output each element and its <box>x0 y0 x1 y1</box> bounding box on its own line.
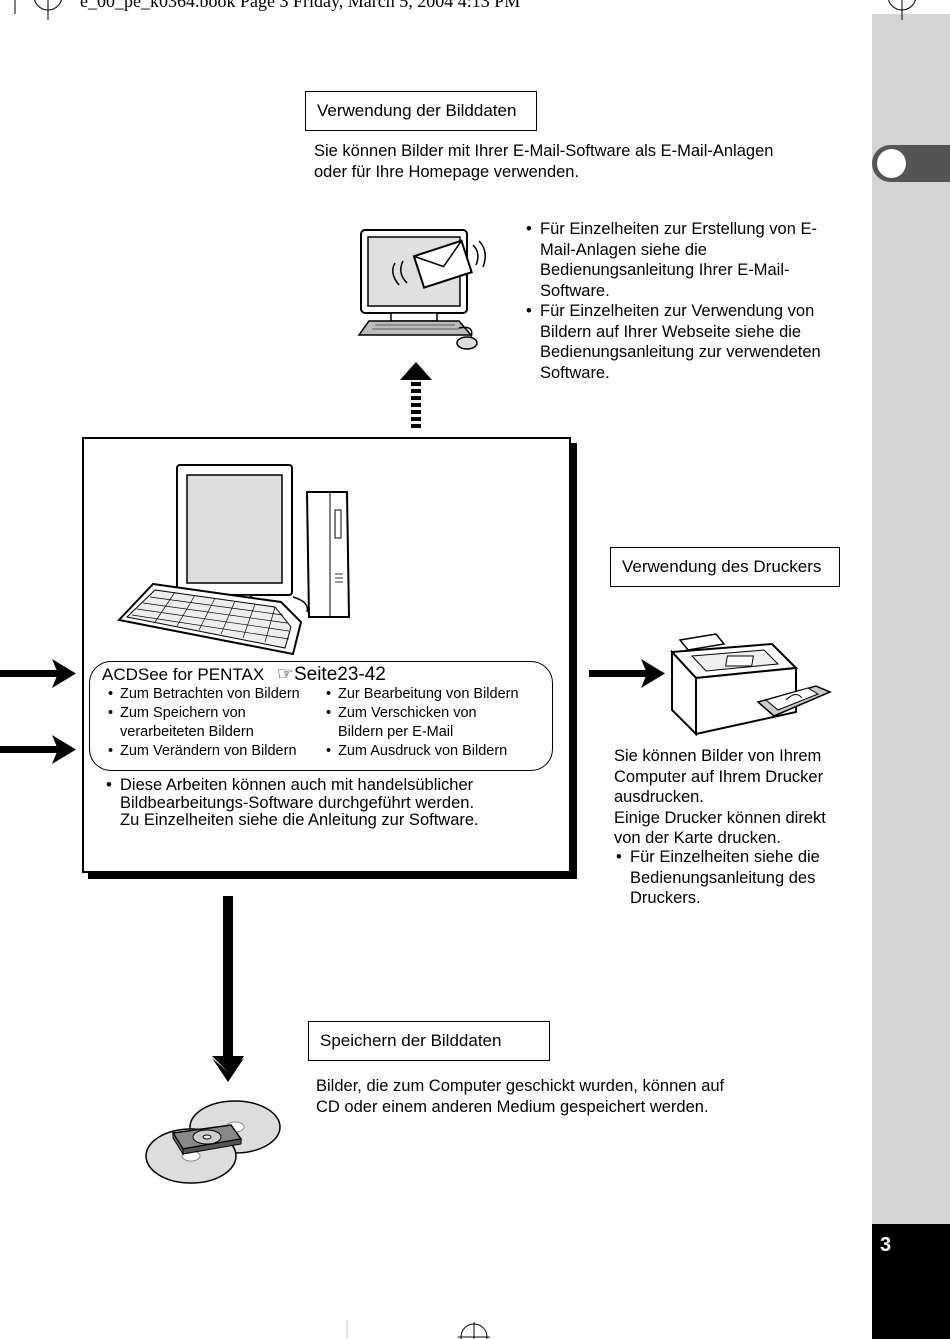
acdsee-list-left: Zum Betrachten von Bildern Zum Speichern… <box>106 685 321 761</box>
bullet-line: Bedienungsanleitung des <box>630 868 816 887</box>
acdsee-item-line: verarbeiteten Bildern <box>120 724 254 740</box>
acdsee-item-line: Zur Bearbeitung von Bildern <box>338 686 519 702</box>
email-intro-line: oder für Ihre Homepage verwenden. <box>314 162 580 181</box>
email-intro: Sie können Bilder mit Ihrer E-Mail-Softw… <box>314 141 854 182</box>
acdsee-item: Zur Bearbeitung von Bildern <box>324 685 549 704</box>
page-reference: ☞Seite23-42 <box>276 664 386 685</box>
email-intro-line: Sie können Bilder mit Ihrer E-Mail-Softw… <box>314 142 774 160</box>
email-section-title-text: Verwendung der Bilddaten <box>317 101 517 120</box>
email-bullet-item: Für Einzelheiten zur Verwendung von Bild… <box>524 301 854 383</box>
printer-text-line: von der Karte drucken. <box>614 829 781 847</box>
email-monitor-illustration <box>357 229 486 350</box>
bullet-line: Software. <box>540 363 610 382</box>
sidebar-crop-marks <box>886 0 918 1339</box>
note-line: Bildbearbeitungs-Software durchgeführt w… <box>120 793 475 812</box>
software-note: Diese Arbeiten können auch mit handelsüb… <box>104 776 554 830</box>
software-note-item: Diese Arbeiten können auch mit handelsüb… <box>104 776 554 830</box>
chapter-tab-circle <box>877 149 906 178</box>
printer-text-line: Computer auf Ihrem Drucker <box>614 767 824 786</box>
acdsee-title-text: ACDSee for PENTAX <box>102 665 265 684</box>
storage-text-line: Bilder, die zum Computer geschickt wurde… <box>316 1077 725 1095</box>
acdsee-list-right: Zur Bearbeitung von Bildern Zum Verschic… <box>324 685 549 761</box>
bullet-line: Bedienungsanleitung zur verwendeten <box>540 343 821 361</box>
dotted-up-arrow <box>400 362 432 428</box>
sidebar <box>872 14 950 1339</box>
note-line: Diese Arbeiten können auch mit handelsüb… <box>120 776 474 794</box>
page-number: 3 <box>880 1234 892 1256</box>
storage-section-title-text: Speichern der Bilddaten <box>320 1031 502 1050</box>
bullet-line: Bildern auf Ihrer Webseite siehe die <box>540 322 802 341</box>
print-header: e_00_pe_k0364.book Page 3 Friday, March … <box>80 0 521 11</box>
bullet-line: Für Einzelheiten zur Erstellung von E- <box>540 220 817 238</box>
printer-section-title: Verwendung des Druckers <box>610 547 840 587</box>
acdsee-box <box>89 661 553 771</box>
printer-text-line: ausdrucken. <box>614 788 704 806</box>
page-number-tab <box>872 1224 950 1339</box>
printer-bullet-item: Für Einzelheiten siehe die Bedienungsanl… <box>614 847 854 909</box>
email-section-title: Verwendung der Bilddaten <box>305 91 537 131</box>
incoming-arrow-bottom <box>0 735 76 764</box>
printer-text-line: Sie können Bilder von Ihrem <box>614 747 822 765</box>
printer-bullets: Für Einzelheiten siehe die Bedienungsanl… <box>614 847 854 909</box>
acdsee-item: Zum Speichern von verarbeiteten Bildern <box>106 704 321 742</box>
acdsee-item: Zum Betrachten von Bildern <box>106 685 321 704</box>
printer-text-line: Einige Drucker können direkt <box>614 808 826 827</box>
bullet-line: Software. <box>540 281 610 300</box>
acdsee-item-line: Zum Betrachten von Bildern <box>120 686 300 702</box>
cd-illustration <box>145 1100 281 1184</box>
storage-section-title: Speichern der Bilddaten <box>308 1021 550 1061</box>
acdsee-item-line: Zum Ausdruck von Bildern <box>338 743 508 759</box>
bullet-line: Für Einzelheiten zur Verwendung von <box>540 302 815 320</box>
note-line: Zu Einzelheiten siehe die Anleitung zur … <box>120 811 479 829</box>
storage-text: Bilder, die zum Computer geschickt wurde… <box>316 1076 856 1117</box>
email-bullets: Für Einzelheiten zur Erstellung von E- M… <box>524 219 854 383</box>
email-bullet-item: Für Einzelheiten zur Erstellung von E- M… <box>524 219 854 301</box>
storage-text-line: CD oder einem anderen Medium gespeichert… <box>316 1097 709 1116</box>
printer-section-title-text: Verwendung des Druckers <box>622 557 822 576</box>
acdsee-item: Zum Ausdruck von Bildern <box>324 742 549 761</box>
printer-text: Sie können Bilder von Ihrem Computer auf… <box>614 746 854 849</box>
bullet-line: Druckers. <box>630 889 701 907</box>
acdsee-item-line: Zum Verändern von Bildern <box>120 743 297 759</box>
arrow-to-printer <box>589 659 665 688</box>
acdsee-item-line: Bildern per E-Mail <box>338 724 454 740</box>
printer-illustration <box>669 633 832 737</box>
acdsee-item: Zum Verändern von Bildern <box>106 742 321 761</box>
bullet-line: Für Einzelheiten siehe die <box>630 848 820 866</box>
bullet-line: Mail-Anlagen siehe die <box>540 240 707 259</box>
acdsee-title: ACDSee for PENTAX ☞Seite23-42 <box>102 663 386 686</box>
incoming-arrow-top <box>0 659 76 688</box>
acdsee-item-line: Zum Verschicken von <box>338 705 477 721</box>
acdsee-item-line: Zum Speichern von <box>120 705 246 721</box>
arrow-to-storage <box>212 896 244 1082</box>
bullet-line: Bedienungsanleitung Ihrer E-Mail- <box>540 261 790 279</box>
computer-illustration <box>117 464 351 656</box>
